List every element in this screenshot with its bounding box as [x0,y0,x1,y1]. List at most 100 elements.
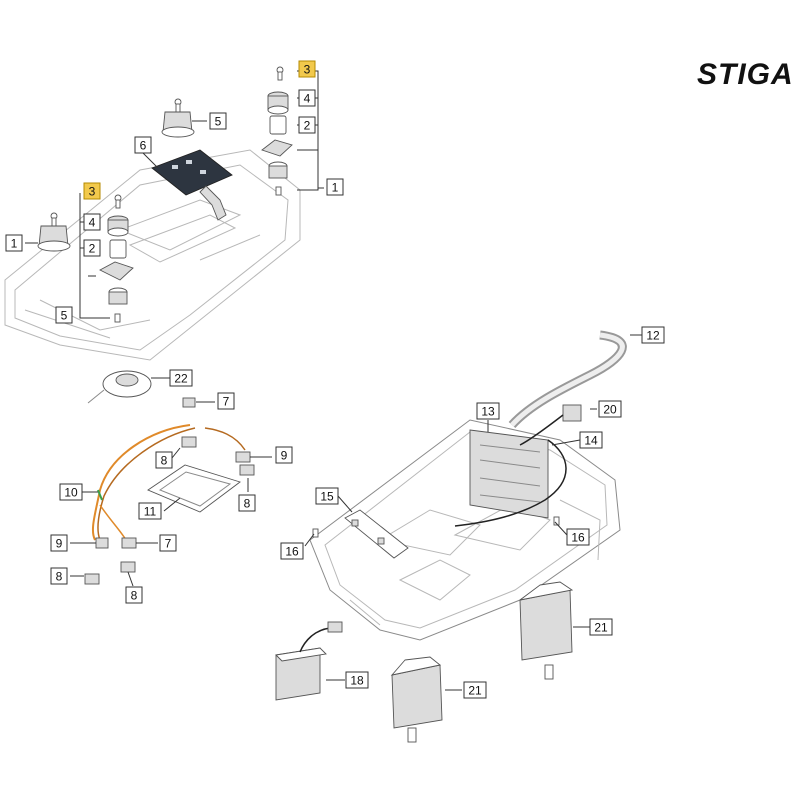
callout-box [326,178,344,196]
mount-stack-top [261,66,293,196]
sensor-bracket [344,509,409,559]
callout-c15: 15 [315,487,339,505]
callout-number: 2 [304,119,311,133]
callout-number: 20 [603,403,617,417]
callout-number: 14 [584,434,598,448]
mower-top-body [4,149,301,361]
callout-number: 8 [56,570,63,584]
callout-number: 5 [215,115,222,129]
callout-box [238,494,256,512]
callout-box [83,213,101,231]
callout-c7-bottom: 7 [159,534,177,552]
mounting-plate [147,464,241,513]
ribbon-cable [508,330,627,429]
callout-box [5,234,23,252]
callout-c11: 11 [138,502,162,520]
callout-number: 3 [89,185,96,199]
callout-number: 18 [350,674,364,688]
keypad-panel [151,149,233,221]
callout-number: 5 [61,309,68,323]
callout-number: 1 [11,237,18,251]
callout-number: 3 [304,63,311,77]
callout-box [50,567,68,585]
callout-box [589,618,613,636]
callout-box [134,136,152,154]
callout-c21-bottom: 21 [463,681,487,699]
callout-box [155,451,173,469]
callout-c21-top: 21 [589,618,613,636]
sensor-disc [87,370,152,404]
callout-box [125,586,143,604]
weight-blocks [390,581,574,743]
callout-box [345,671,369,689]
callout-number: 11 [144,505,157,519]
callout-c7-top: 7 [217,392,235,410]
callout-number: 21 [594,621,608,635]
callout-box [476,402,500,420]
callout-c5-left: 5 [55,306,73,324]
callout-box [50,534,68,552]
callout-box [169,369,193,387]
callout-number: 8 [161,454,168,468]
callout-c1-right: 1 [326,178,344,196]
callout-number: 1 [332,181,339,195]
connector-cable [454,404,582,527]
callout-number: 16 [571,531,585,545]
callout-number: 10 [64,486,78,500]
callout-number: 22 [174,372,188,386]
callout-c20: 20 [598,400,622,418]
callout-c5-top: 5 [209,112,227,130]
callout-number: 8 [244,497,251,511]
callout-box [298,116,316,134]
callout-c18: 18 [345,671,369,689]
callout-c16-left: 16 [280,542,304,560]
callout-box [83,182,101,200]
circuit-board [469,429,549,519]
callout-c4-left: 4 [83,213,101,231]
callout-c14: 14 [579,431,603,449]
callout-box [138,502,162,520]
callout-box [55,306,73,324]
callout-number: 16 [285,545,299,559]
callout-c2-top: 2 [298,116,316,134]
callout-c13: 13 [476,402,500,420]
callout-box [579,431,603,449]
callout-c2-left: 2 [83,239,101,257]
callout-number: 4 [89,216,96,230]
callout-c8-a: 8 [155,451,173,469]
callout-number: 7 [223,395,230,409]
callout-c9-left: 9 [50,534,68,552]
callout-c12: 12 [641,326,665,344]
callout-c8-d: 8 [125,586,143,604]
callout-box [159,534,177,552]
callout-c8-c: 8 [50,567,68,585]
callout-number: 6 [140,139,147,153]
callout-number: 9 [281,449,288,463]
callout-c3-top: 3 [298,60,316,78]
callout-c1-left: 1 [5,234,23,252]
callout-box [209,112,227,130]
callout-number: 12 [646,329,660,343]
callout-c6: 6 [134,136,152,154]
screws [312,516,560,538]
callout-box [59,483,83,501]
callout-c10: 10 [59,483,83,501]
mount-stack-left [99,194,134,323]
callout-number: 7 [165,537,172,551]
callout-box [217,392,235,410]
callout-c9-right: 9 [275,446,293,464]
callout-box [598,400,622,418]
callout-number: 4 [304,92,311,106]
mount-feet [37,98,195,252]
callout-c3-left: 3 [83,182,101,200]
callout-box [641,326,665,344]
callout-number: 13 [481,405,495,419]
callout-box [315,487,339,505]
callout-box [275,446,293,464]
callout-c8-b: 8 [238,494,256,512]
callout-box [298,89,316,107]
callout-box [463,681,487,699]
callout-box [566,528,590,546]
